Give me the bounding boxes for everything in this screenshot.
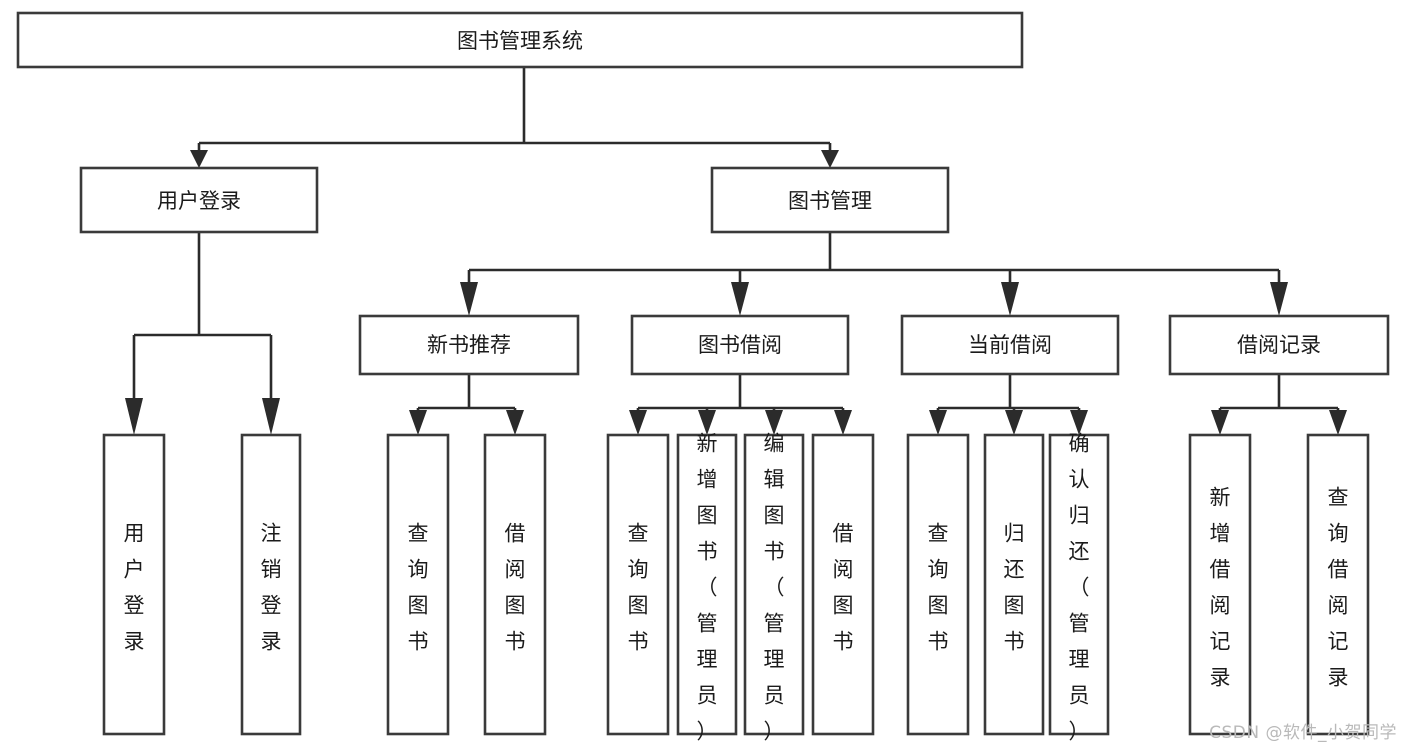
new-book-recommend-label: 新书推荐 (427, 333, 511, 357)
arrow-leaf-query-record (1329, 410, 1347, 435)
leaf-node[interactable]: 查询图书 (906, 433, 970, 736)
arrow-leaf-confirm-return (1070, 410, 1088, 435)
leaf-box[interactable] (1048, 433, 1110, 736)
arrow-to-book-management (821, 150, 839, 168)
arrow-to-borrow-record (1270, 282, 1288, 316)
arrow-leaf-add-record (1211, 410, 1229, 435)
arrow-leaf-return-book (1005, 410, 1023, 435)
edge-bookmgmt-to-bus (467, 232, 1281, 284)
leaf-label: 确认归还（管理员） (1069, 432, 1090, 744)
edge-borrowrecord-to-leaves (1218, 374, 1340, 412)
book-borrow-box[interactable] (630, 314, 850, 376)
leaf-label: 查询图书 (628, 522, 649, 654)
node-user-login[interactable]: 用户登录 (79, 166, 319, 234)
borrow-record-box[interactable] (1168, 314, 1390, 376)
book-management-box[interactable] (710, 166, 950, 234)
edge-recommend-to-leaves (416, 374, 517, 412)
leaf-label: 编辑图书（管理员） (764, 432, 785, 744)
leaf-box[interactable] (1306, 433, 1370, 736)
node-current-borrow[interactable]: 当前借阅 (900, 314, 1120, 376)
root-box[interactable] (16, 11, 1024, 69)
node-book-management[interactable]: 图书管理 (710, 166, 950, 234)
book-management-label: 图书管理 (788, 189, 872, 213)
arrow-leaf-logout (262, 398, 280, 435)
arrow-leaf-query-book-2 (629, 410, 647, 435)
leaf-node[interactable]: 编辑图书（管理员） (743, 432, 805, 744)
arrow-leaf-query-book-3 (929, 410, 947, 435)
leaf-node[interactable]: 注销登录 (240, 433, 302, 736)
root-label: 图书管理系统 (457, 29, 583, 53)
leaf-node[interactable]: 确认归还（管理员） (1048, 432, 1110, 744)
arrow-leaf-borrow-book-1 (506, 410, 524, 435)
leaf-node[interactable]: 用户登录 (102, 433, 166, 736)
leaf-box[interactable] (1188, 433, 1252, 736)
leaf-node[interactable]: 新增图书（管理员） (676, 432, 738, 744)
leaf-label: 查询图书 (928, 522, 949, 654)
leaf-label: 借阅图书 (505, 522, 526, 654)
edge-currentborrow-to-leaves (936, 374, 1081, 412)
node-borrow-record[interactable]: 借阅记录 (1168, 314, 1390, 376)
arrow-to-current-borrow (1001, 282, 1019, 316)
leaf-box[interactable] (240, 433, 302, 736)
user-login-label: 用户登录 (157, 189, 241, 213)
connector-layer (125, 67, 1347, 435)
leaf-node[interactable]: 查询借阅记录 (1306, 433, 1370, 736)
edge-root-to-bus (197, 67, 832, 152)
leaf-box[interactable] (483, 433, 547, 736)
leaf-label: 注销登录 (261, 522, 282, 654)
leaf-node[interactable]: 查询图书 (386, 433, 450, 736)
leaf-box[interactable] (906, 433, 970, 736)
arrow-leaf-query-book-1 (409, 410, 427, 435)
edge-bookborrow-to-leaves (636, 374, 845, 412)
current-borrow-label: 当前借阅 (968, 333, 1052, 357)
leaf-label: 借阅图书 (833, 522, 854, 654)
book-borrow-label: 图书借阅 (698, 333, 782, 357)
leaf-label: 用户登录 (124, 522, 145, 654)
arrow-to-new-book-recommend (460, 282, 478, 316)
leaf-box[interactable] (386, 433, 450, 736)
leaf-label: 新增图书（管理员） (697, 432, 718, 744)
leaf-label: 查询图书 (408, 522, 429, 654)
leaf-box[interactable] (983, 433, 1045, 736)
node-root[interactable]: 图书管理系统 (16, 11, 1024, 69)
leaf-node-layer: 用户登录 注销登录 查询图书 借阅图书 查询图书 新增图书（管理员） 编辑图书（管理员） 借阅… (102, 432, 1370, 744)
leaf-node[interactable]: 借阅图书 (483, 433, 547, 736)
new-book-recommend-box[interactable] (358, 314, 580, 376)
node-new-book-recommend[interactable]: 新书推荐 (358, 314, 580, 376)
arrow-leaf-user-login (125, 398, 143, 435)
leaf-node[interactable]: 归还图书 (983, 433, 1045, 736)
leaf-box[interactable] (811, 433, 875, 736)
current-borrow-box[interactable] (900, 314, 1120, 376)
leaf-label: 新增借阅记录 (1210, 486, 1231, 690)
edge-userlogin-to-leaves (132, 232, 273, 400)
leaf-node[interactable]: 新增借阅记录 (1188, 433, 1252, 736)
arrow-leaf-edit-book (765, 410, 783, 435)
leaf-node[interactable]: 查询图书 (606, 433, 670, 736)
borrow-record-label: 借阅记录 (1237, 333, 1321, 357)
leaf-node[interactable]: 借阅图书 (811, 433, 875, 736)
leaf-label: 归还图书 (1004, 522, 1025, 654)
leaf-box[interactable] (606, 433, 670, 736)
arrow-leaf-borrow-book-2 (834, 410, 852, 435)
node-book-borrow[interactable]: 图书借阅 (630, 314, 850, 376)
user-login-box[interactable] (79, 166, 319, 234)
arrow-to-user-login (190, 150, 208, 168)
leaf-box[interactable] (743, 433, 805, 736)
arrow-to-book-borrow (731, 282, 749, 316)
leaf-label: 查询借阅记录 (1328, 486, 1349, 690)
leaf-box[interactable] (676, 433, 738, 736)
arrow-leaf-add-book (698, 410, 716, 435)
leaf-box[interactable] (102, 433, 166, 736)
